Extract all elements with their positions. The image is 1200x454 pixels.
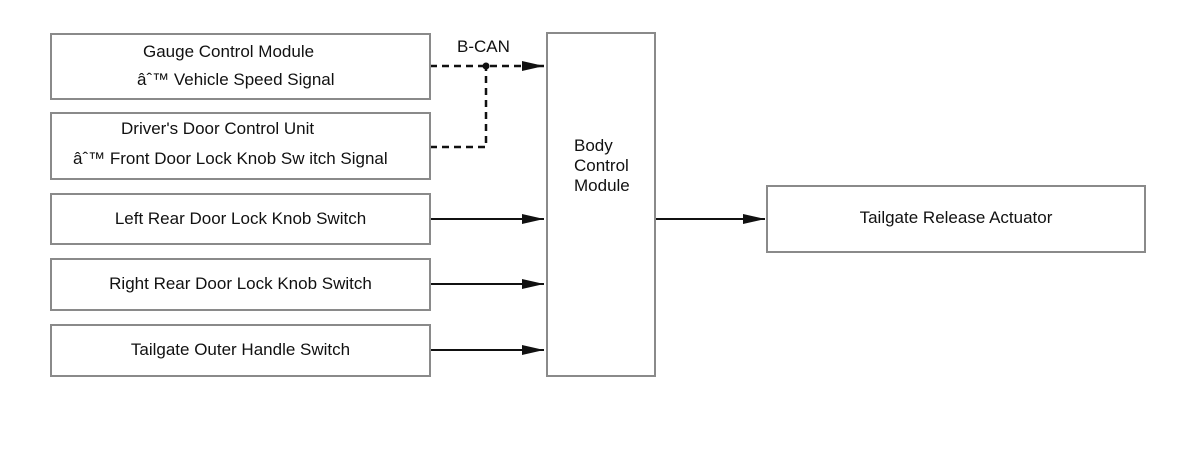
left-rear-door-switch-label: Left Rear Door Lock Knob Switch (114, 209, 367, 228)
vehicle-speed-signal-label: âˆ™ Vehicle Speed Signal (137, 70, 335, 89)
gauge-control-module-title: Gauge Control Module (143, 42, 315, 61)
drivers-door-control-unit-box (50, 112, 431, 180)
body-control-module-box (546, 32, 656, 377)
left-rear-door-switch-box (50, 193, 431, 245)
front-door-lock-knob-signal-label: âˆ™ Front Door Lock Knob Sw itch Signal (73, 149, 388, 168)
bcm-label-line1: Body (574, 136, 613, 155)
tailgate-release-actuator-box (766, 185, 1146, 253)
bcm-label-line3: Module (574, 176, 630, 195)
right-rear-door-switch-label: Right Rear Door Lock Knob Switch (109, 274, 372, 293)
right-rear-door-switch-box (50, 258, 431, 311)
tailgate-outer-handle-switch-label: Tailgate Outer Handle Switch (130, 340, 351, 359)
bcan-junction-dot (482, 62, 490, 70)
bcan-door-line (430, 66, 488, 149)
gauge-control-module-box (50, 33, 431, 100)
bcan-label: B-CAN (457, 37, 510, 56)
drivers-door-control-unit-title: Driver's Door Control Unit (121, 119, 315, 138)
bcm-label-line2: Control (574, 156, 629, 175)
tailgate-outer-handle-switch-box (50, 324, 431, 377)
tailgate-release-actuator-label: Tailgate Release Actuator (859, 208, 1053, 227)
